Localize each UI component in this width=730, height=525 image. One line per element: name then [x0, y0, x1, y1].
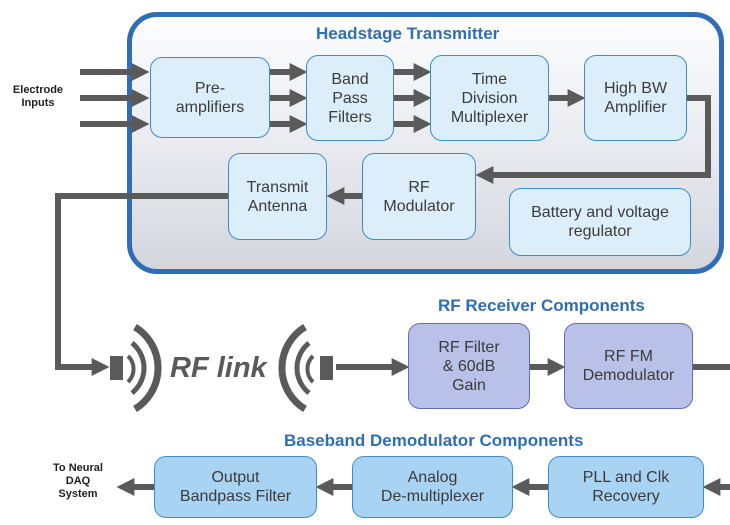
band-pass-filters-block: Band Pass Filters — [306, 55, 394, 141]
battery-voltage-regulator-block: Battery and voltage regulator — [509, 188, 691, 256]
antenna-to-rflink-arrow — [55, 193, 228, 376]
baseband-demodulator-title: Baseband Demodulator Components — [284, 431, 584, 450]
time-division-multiplexer-block: Time Division Multiplexer — [430, 55, 549, 141]
preamplifiers-block: Pre- amplifiers — [150, 57, 270, 138]
rf-fm-demodulator-block: RF FM Demodulator — [564, 323, 693, 409]
transmit-waves-icon — [126, 324, 162, 412]
rf-link-label: RF link — [170, 352, 267, 384]
headstage-title: Headstage Transmitter — [316, 24, 500, 43]
high-bw-amplifier-block: High BW Amplifier — [584, 55, 687, 141]
highbw-to-rfmod-arrow — [475, 95, 711, 184]
rf-receiver-title: RF Receiver Components — [438, 296, 645, 315]
rf-filter-gain-block: RF Filter & 60dB Gain — [408, 323, 530, 409]
rf-modulator-block: RF Modulator — [362, 153, 476, 240]
analog-demultiplexer-block: Analog De-multiplexer — [352, 456, 513, 518]
output-bandpass-filter-block: Output Bandpass Filter — [154, 456, 317, 518]
transmitter-connector-icon — [110, 356, 123, 380]
transmit-antenna-block: Transmit Antenna — [228, 153, 327, 240]
receiver-connector-icon — [320, 356, 333, 380]
pll-clock-recovery-block: PLL and Clk Recovery — [548, 456, 704, 518]
neural-daq-output-label: To Neural DAQ System — [53, 462, 103, 500]
receive-waves-icon — [278, 324, 315, 412]
electrode-inputs-label: Electrode Inputs — [12, 84, 64, 109]
